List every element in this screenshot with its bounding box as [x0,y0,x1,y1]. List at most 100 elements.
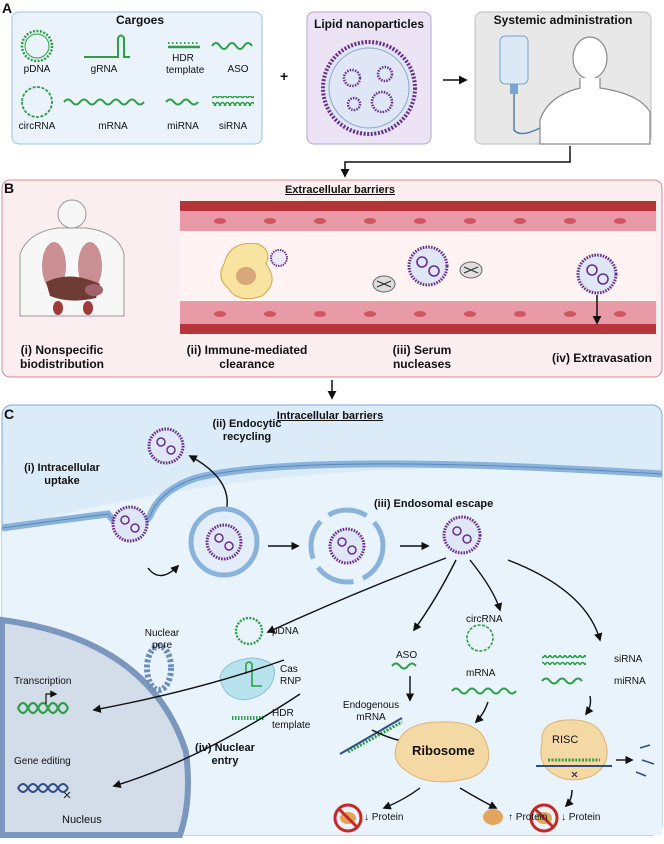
pdna-icon [20,29,54,63]
cargo-label-sirna: siRNA [218,121,248,132]
label-mirna: miRNA [614,676,646,687]
cargo-label-pdna: pDNA [23,64,51,75]
nucleus [0,616,191,838]
sirna-c-icon [542,655,586,665]
arrow-protein-down-1 [382,787,421,810]
cargoes-title: Cargoes [115,13,165,27]
label-hdr-template: HDR template [272,708,311,731]
gene-editing-dna-icon [17,783,71,799]
aso-icon [211,42,253,50]
body-organs-icon [19,199,125,317]
hdr-template-icon [168,42,200,49]
label-circrna: circRNA [466,614,503,625]
mirna-icon [165,98,199,106]
no-protein-icon-1 [333,803,363,833]
arrow-recycling [188,455,228,513]
lnp-uptake-icon [111,505,149,543]
lnp-serum-icon [407,245,449,287]
panel-c-title: Intracellular barriers [276,410,384,422]
protein-icon [483,809,503,825]
lnp-extravasation-icon [576,253,618,295]
label-immune-clearance: (ii) Immune-mediated clearance [186,343,308,371]
cargo-label-hdr-template: HDR template [166,53,205,76]
label-nuclear-pore: Nuclear pore [144,628,180,651]
aso-c-icon [391,662,417,670]
label-cas-rnp: Cas RNP [280,664,302,687]
endothelial-nucleus-top [264,218,276,224]
cargo-label-mrna: mRNA [98,121,128,132]
arrow-to-pdna [266,557,447,634]
label-endosomal-escape: (iii) Endosomal escape [374,498,494,510]
label-nucleus: Nucleus [62,814,102,826]
label-pdna: pDNA [272,626,299,637]
endosome-icon [188,506,260,578]
arrow-to-transcription [92,659,285,713]
label-protein-up: ↑ Protein [508,812,548,823]
arrow-protein-up [459,787,498,809]
mrna-icon [63,98,145,106]
panel-a-letter: A [2,0,13,16]
endogenous-mrna-icon [339,717,403,755]
arrow-pit-to-endosome [147,564,180,577]
endothelial-nucleus-bottom [214,311,226,317]
sirna-icon [212,96,254,106]
label-sirna: siRNA [614,654,643,665]
label-aso: ASO [396,650,418,661]
panel-c-letter: C [4,406,15,422]
pdna-c-icon [234,616,264,646]
endothelial-nucleus-top [564,218,576,224]
systemic-title: Systemic administration [493,13,633,27]
arrow-to-gene-editing [112,693,301,789]
endothelial-nucleus-bottom [414,311,426,317]
no-protein-icon-2 [529,803,559,833]
panel-b-letter: B [4,180,15,196]
circrna-icon [21,86,53,118]
lnp-large-icon [321,40,417,136]
arrow-a-to-b [340,146,571,178]
endothelial-cells [214,218,626,317]
cargo-label-aso: ASO [227,64,249,75]
person-silhouette [539,36,651,145]
label-endogenous-mrna: Endogenous mRNA [342,700,400,723]
endothelial-nucleus-top [364,218,376,224]
label-extravasation: (iv) Extravasation [551,351,653,365]
label-transcription: Transcription [14,676,72,687]
label-endocytic-recycling: (ii) Endocytic recycling [212,418,282,443]
label-nuclear-entry: (iv) Nuclear entry [195,742,255,767]
panel-c [0,404,663,838]
cargo-label-mirna: miRNA [167,121,199,132]
label-risc: RISC [552,734,579,746]
endothelial-nucleus-top [414,218,426,224]
label-protein-down-2: ↓ Protein [561,812,601,823]
label-mrna: mRNA [466,668,496,679]
grna-icon [84,34,130,58]
risc-icon [536,719,612,781]
nuclease-icon-right [459,261,483,279]
circrna-c-icon [466,624,494,652]
endothelial-nucleus-bottom [364,311,376,317]
cargo-label-circrna: circRNA [18,121,56,132]
lnp-recycling-icon [147,427,185,465]
mirna-c-icon [541,677,583,685]
label-nonspecific-biodistribution: (i) Nonspecific biodistribution [20,343,104,371]
endothelial-nucleus-bottom [614,311,626,317]
label-ribosome: Ribosome [412,743,475,758]
lnp-title: Lipid nanoparticles [313,17,424,31]
arrow-to-aso [413,559,457,632]
mrna-c-icon [451,687,517,695]
transcription-dna-icon [17,690,69,715]
label-protein-down-1: ↓ Protein [364,812,404,823]
cargo-label-grna: gRNA [90,64,118,75]
panel-a [11,11,652,178]
endothelial-nucleus-bottom [264,311,276,317]
endothelial-nucleus-top [514,218,526,224]
degraded-fragments-icon [635,744,655,777]
lnp-released-icon [442,515,482,555]
nuclear-pore-icon [144,643,174,693]
endothelial-nucleus-top [464,218,476,224]
endothelial-nucleus-top [614,218,626,224]
macrophage-icon [220,242,288,300]
endothelial-nucleus-bottom [464,311,476,317]
nuclease-icon-left [372,275,396,293]
